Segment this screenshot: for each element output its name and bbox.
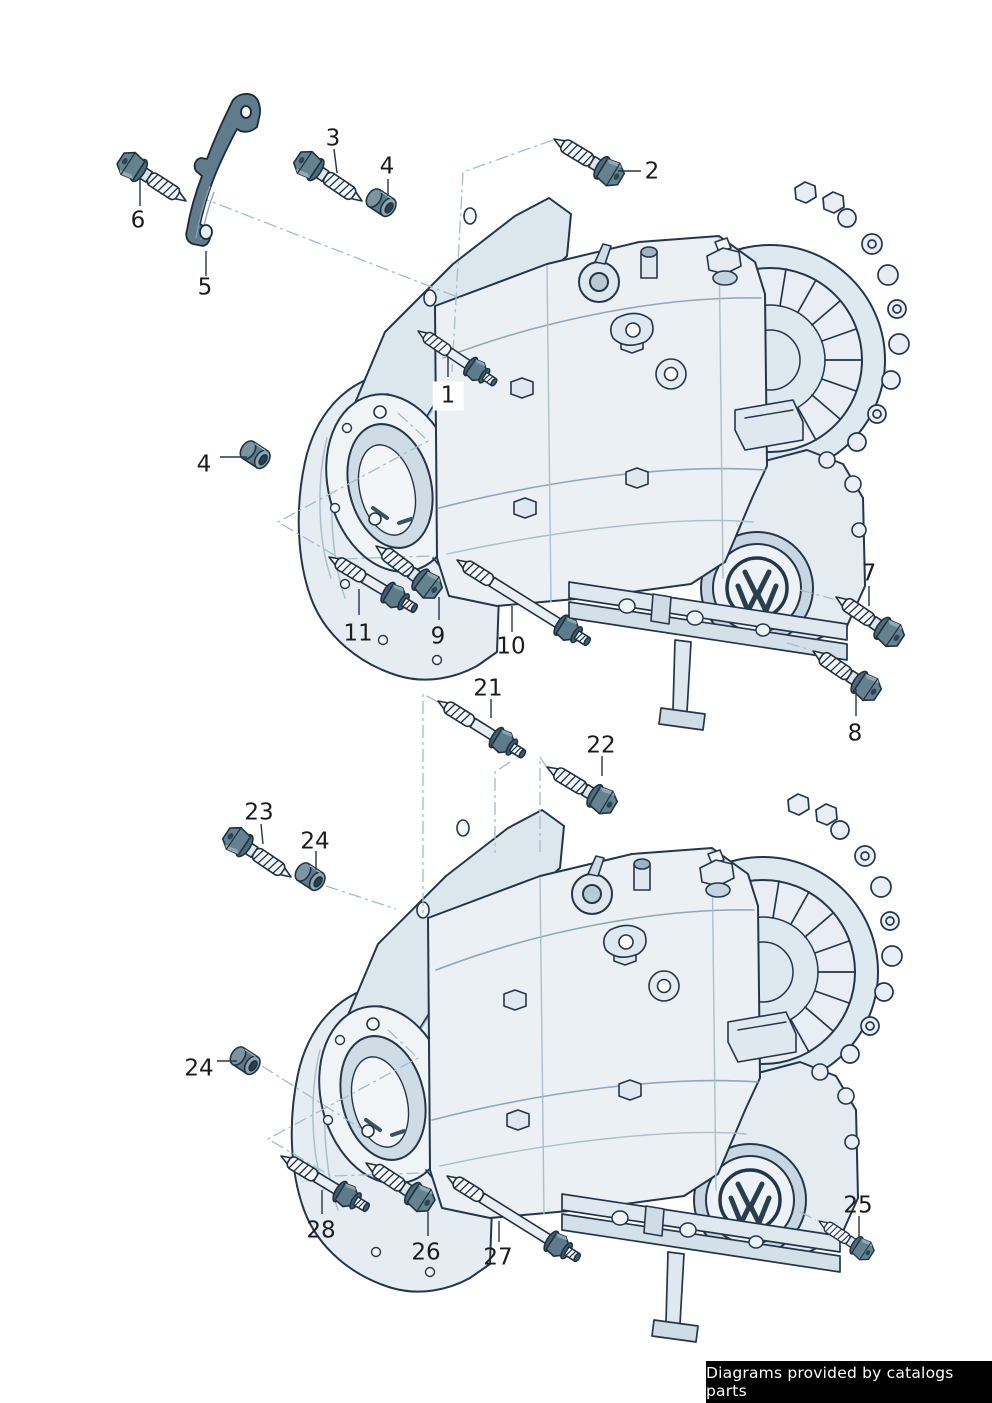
callout-part-10: 10 [496, 633, 526, 660]
callout-part-24-upper: 24 [300, 828, 330, 855]
bolt-2 [546, 127, 629, 192]
nut-4-upper [362, 185, 400, 220]
callout-part-27: 27 [483, 1244, 513, 1271]
callout-part-24-lower: 24 [184, 1055, 214, 1082]
callout-part-2: 2 [644, 158, 660, 185]
callout-part-26: 26 [411, 1239, 441, 1266]
callout-part-1: 1 [432, 381, 464, 411]
callout-part-11: 11 [343, 620, 373, 647]
gearbox-assembly-top [299, 182, 909, 730]
callout-part-3: 3 [325, 125, 341, 152]
callout-part-9: 9 [430, 623, 446, 650]
callout-part-22: 22 [586, 732, 616, 759]
stud-bolt-21 [431, 690, 532, 766]
callout-part-28: 28 [306, 1217, 336, 1244]
nut-4-lower [236, 437, 274, 472]
nut-24-upper [291, 859, 329, 894]
retaining-bracket-part-5 [185, 92, 261, 247]
callout-part-4-lower: 4 [196, 451, 212, 478]
bolt-3 [289, 145, 371, 213]
bolt-22 [539, 755, 622, 820]
callout-part-21: 21 [473, 675, 503, 702]
footer-credit-text: Diagrams provided by catalogs parts [706, 1364, 954, 1400]
callout-part-6: 6 [130, 207, 146, 234]
callout-part-5: 5 [197, 274, 213, 301]
callout-part-23: 23 [244, 799, 274, 826]
footer-credit-bar: Diagrams provided by catalogs parts [706, 1361, 992, 1403]
bolt-6 [112, 146, 194, 213]
callout-part-4-upper: 4 [379, 153, 395, 180]
callout-part-8: 8 [847, 720, 863, 747]
callout-part-7: 7 [861, 560, 877, 587]
callout-leader-lines [139, 148, 870, 1242]
bolt-23 [218, 821, 300, 889]
callout-part-25: 25 [843, 1192, 873, 1219]
assembly-guide-lines [196, 139, 834, 1221]
gearbox-assembly-bottom [292, 794, 902, 1342]
